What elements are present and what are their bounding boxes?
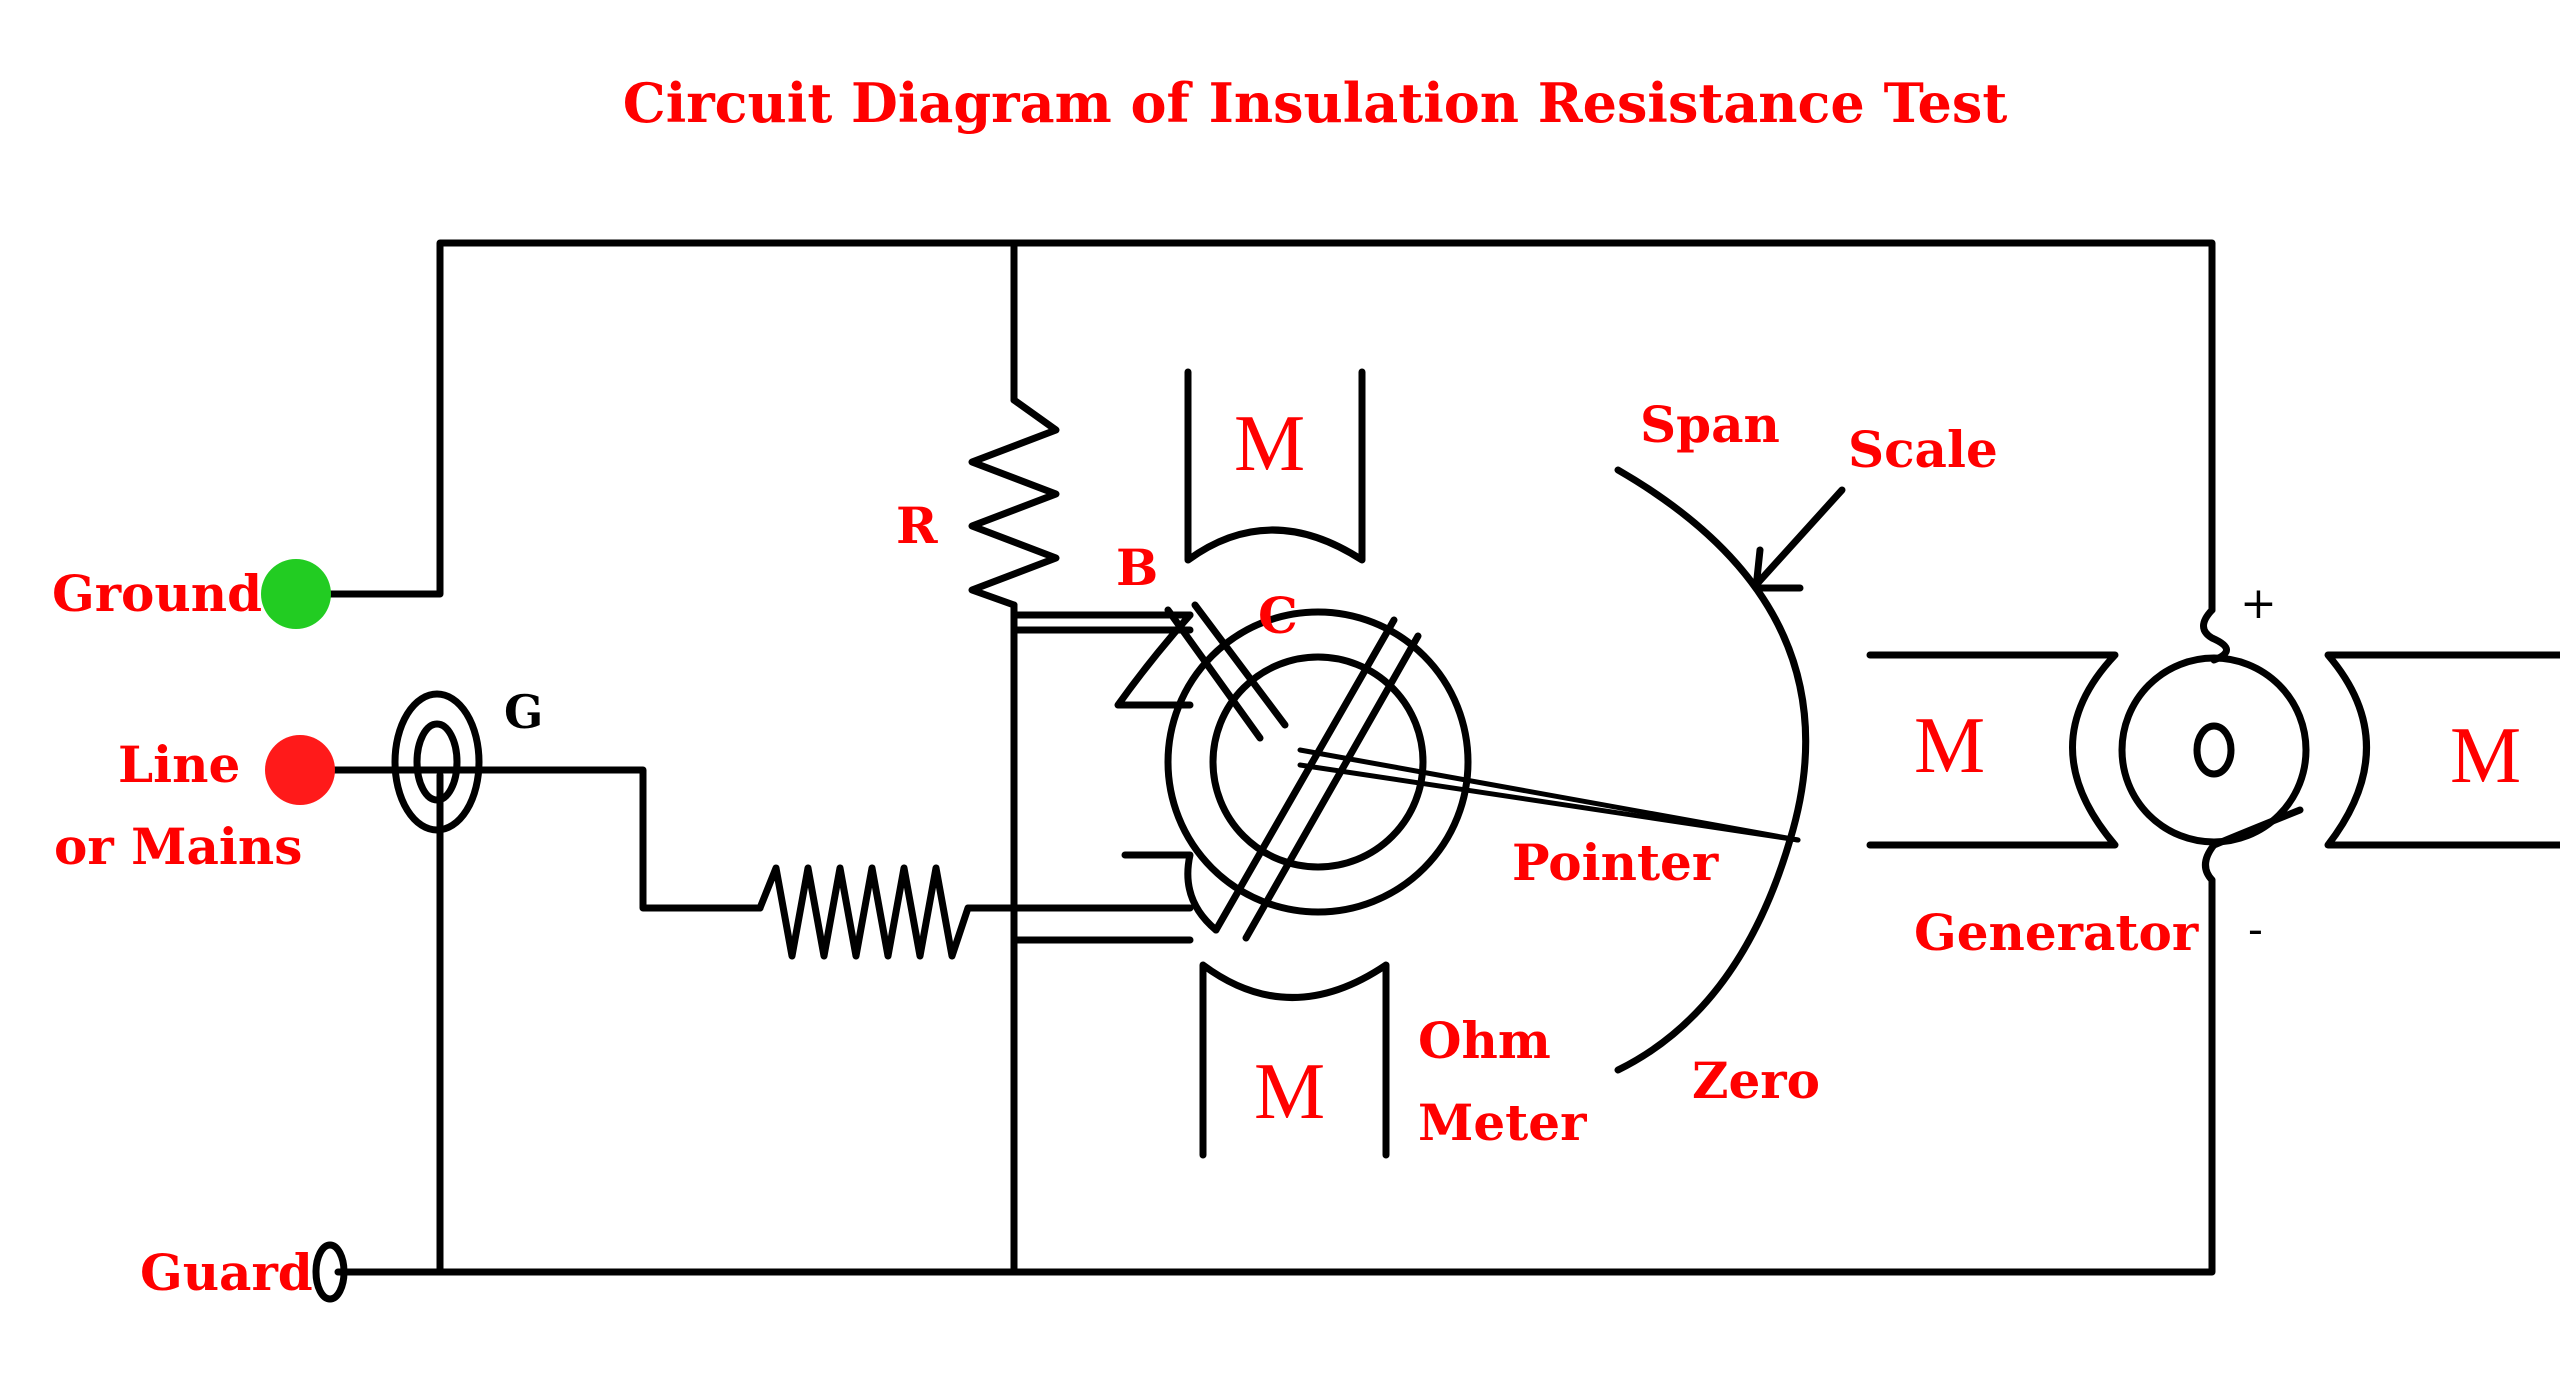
- generator-shaft: [2193, 722, 2235, 778]
- label-plus: +: [2240, 578, 2277, 629]
- label-meter: Meter: [1418, 1093, 1587, 1152]
- label-zero: Zero: [1692, 1051, 1820, 1110]
- label-generator: Generator: [1914, 903, 2199, 962]
- line-terminal: [265, 735, 335, 805]
- circuit-wires: [296, 239, 2216, 1276]
- meter-outer-ring: [1164, 608, 1472, 916]
- label-b: B: [1116, 538, 1158, 597]
- guard-ring: [391, 690, 483, 834]
- meter-core: [1209, 653, 1427, 871]
- line-wire: [326, 766, 764, 912]
- label-g: G: [504, 685, 543, 739]
- label-magnet-generator-right: M: [2450, 712, 2521, 800]
- generator-brush-bottom: [2202, 806, 2304, 884]
- guard-terminal: [312, 1241, 348, 1303]
- pointer: [1297, 747, 1801, 843]
- scale-arc: [1614, 466, 1810, 1074]
- label-magnet-upper: M: [1234, 400, 1305, 488]
- moving-coil-2: [1242, 632, 1422, 942]
- lower-magnet: [1199, 961, 1390, 1159]
- ground-terminal: [261, 559, 331, 629]
- label-span: Span: [1640, 395, 1780, 454]
- label-or-mains: or Mains: [54, 817, 302, 876]
- ground-wire: [296, 239, 2216, 614]
- label-scale: Scale: [1848, 420, 1998, 479]
- label-magnet-generator-left: M: [1914, 702, 1985, 790]
- labels: Ground Line or Mains Guard R B C Span Sc…: [52, 395, 2521, 1302]
- coil-lower: [1121, 851, 1220, 934]
- label-magnet-lower: M: [1254, 1048, 1325, 1136]
- bottom-bus-wire: [334, 876, 2216, 1276]
- label-ground: Ground: [52, 564, 262, 623]
- scale-arrow: [1752, 486, 1846, 592]
- diagram-title: Circuit Diagram of Insulation Resistance…: [623, 71, 2008, 135]
- ohm-meter: [1114, 368, 1472, 1159]
- generator-brush-top: [2200, 606, 2230, 664]
- series-resistor: [756, 864, 979, 960]
- generator-armature: [2118, 654, 2310, 846]
- resistor-r: [968, 396, 1060, 609]
- generator-left-magnet: [1866, 651, 2119, 849]
- label-r: R: [896, 496, 938, 555]
- label-minus: -: [2248, 904, 2263, 955]
- moving-coil: [1212, 616, 1398, 934]
- coil-c-bar: [1164, 606, 1264, 742]
- label-line: Line: [118, 735, 240, 794]
- label-c: C: [1258, 586, 1298, 645]
- label-pointer: Pointer: [1512, 833, 1719, 892]
- label-ohm: Ohm: [1418, 1011, 1551, 1070]
- coil-c-bar-2: [1191, 601, 1289, 729]
- upper-magnet: [1184, 368, 1366, 564]
- label-guard: Guard: [140, 1243, 313, 1302]
- generator: [1866, 606, 2560, 884]
- generator-right-magnet: [2324, 651, 2560, 849]
